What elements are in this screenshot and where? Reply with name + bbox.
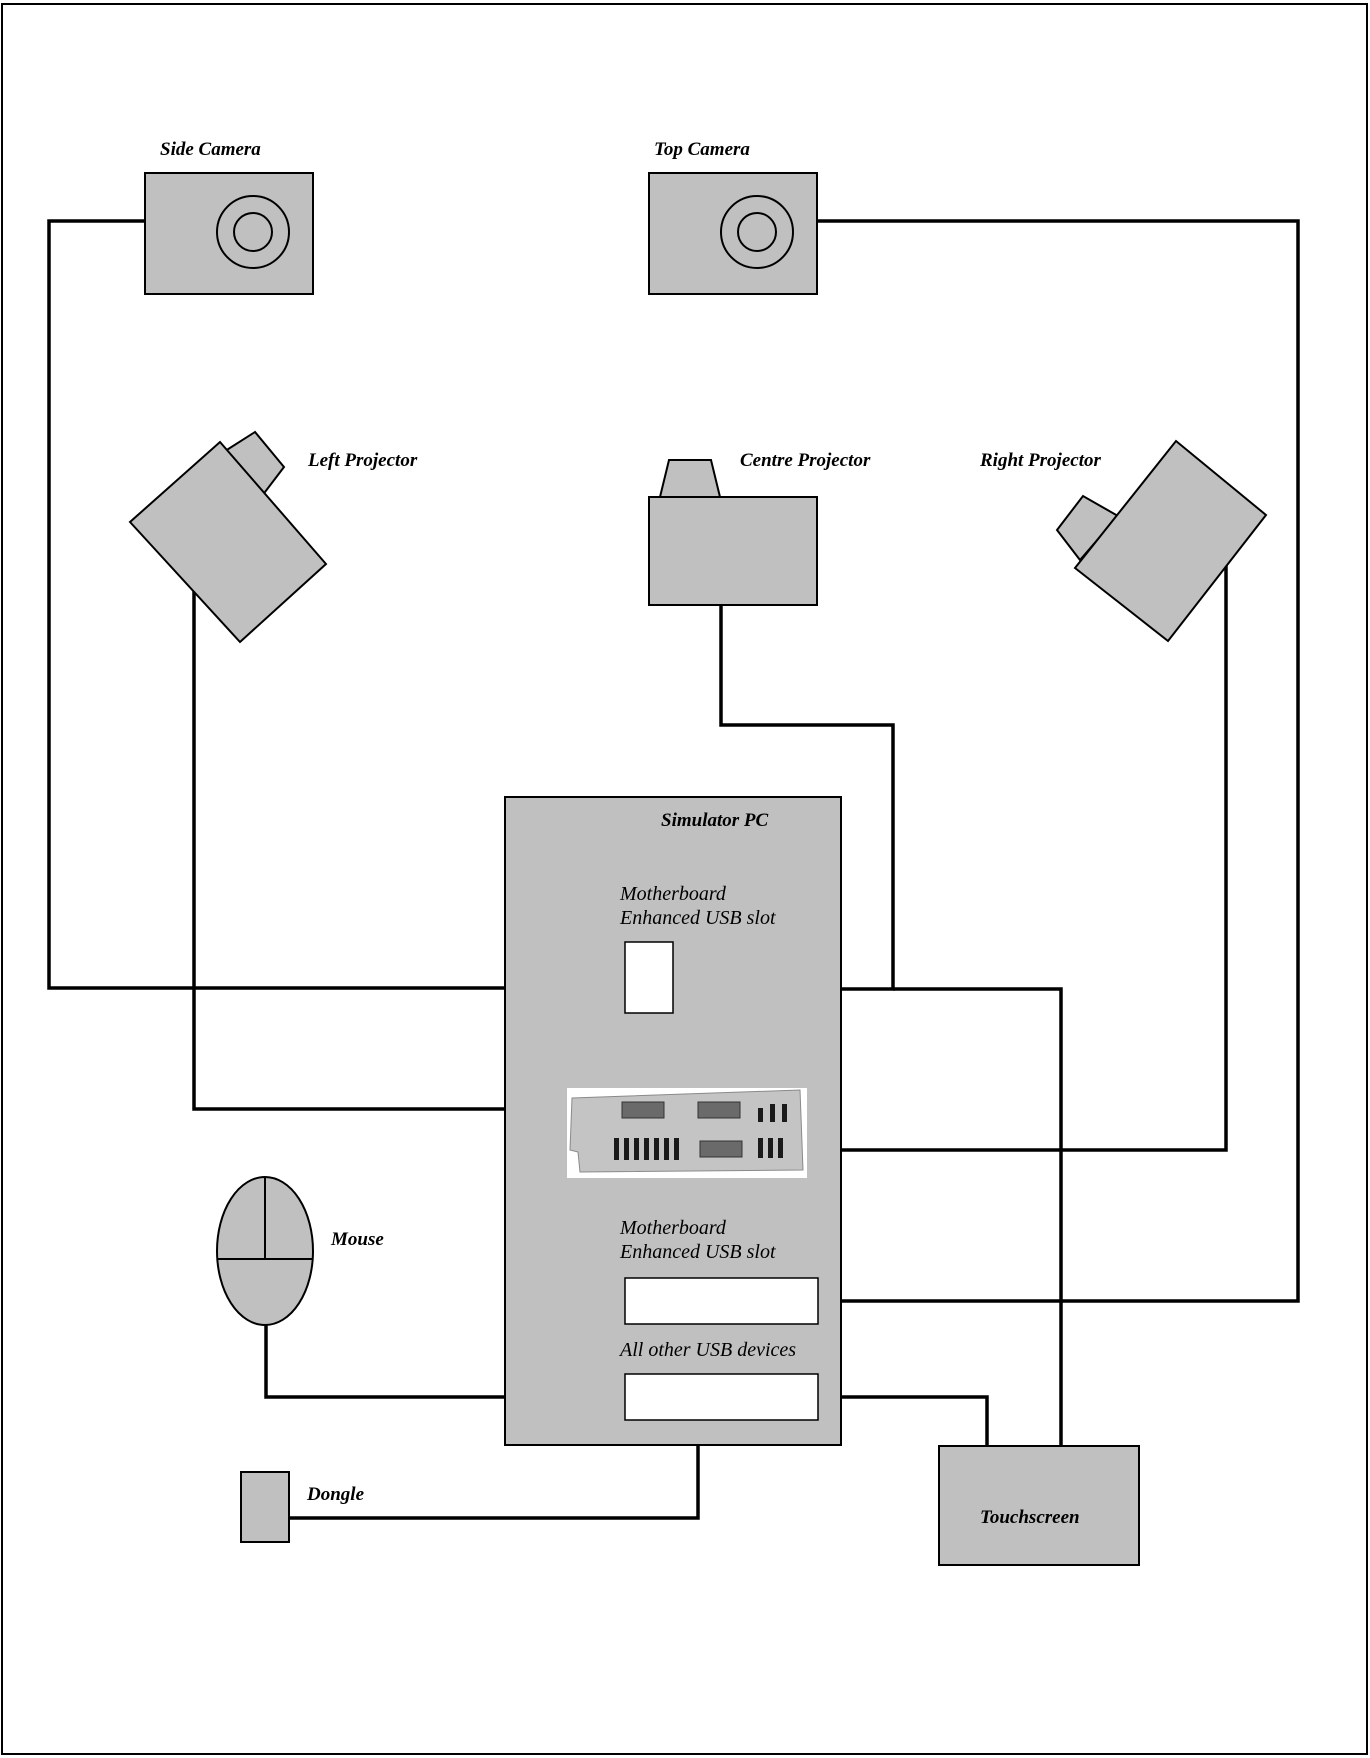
wire-right-projector [718,565,1228,1152]
touchscreen-body [938,1445,1140,1566]
simulator-pc: Simulator PC Motherboard Enhanced USB sl… [504,796,842,1446]
touchscreen: Touchscreen [938,1445,1140,1566]
left-projector: Left Projector [128,430,418,644]
side-camera-label: Side Camera [160,139,261,160]
other-usb-slot [624,1373,819,1421]
side-camera-lens-inner [233,212,273,252]
left-projector-label: Left Projector [307,450,418,471]
top-camera: Top Camera [648,139,818,295]
usb-slot-top-label-1: Motherboard [619,883,727,905]
dvi-port-1 [621,1101,665,1119]
usb-slot-bottom-label-1: Motherboard [619,1217,727,1239]
page-border [1,3,1368,1755]
right-projector: Right Projector [979,439,1268,643]
dongle-label: Dongle [306,1484,365,1505]
dvi-port-2 [697,1101,741,1119]
wire-dongle [290,1422,700,1520]
wire-side-camera [47,219,625,990]
top-camera-lens-outer [720,195,794,269]
top-camera-body [648,172,818,295]
usb-slot-top [624,941,674,1014]
usb-slot-bottom-label-2: Enhanced USB slot [619,1241,776,1263]
centre-projector-body [648,496,818,606]
centre-projector-lens [658,459,722,498]
graphics-card-bracket [569,1089,804,1173]
wire-touchscreen-usb [893,987,1063,1446]
other-usb-label: All other USB devices [618,1339,796,1361]
wire-other-usb-touchscreen [818,1395,989,1446]
centre-projector-label: Centre Projector [740,450,871,471]
side-camera-lens-outer [216,195,290,269]
dongle-body [240,1471,290,1543]
wire-left-projector [192,590,612,1111]
graphics-card-vents [614,1104,787,1160]
centre-projector: Centre Projector [648,450,871,606]
wire-top-camera [818,219,1300,1303]
usb-slot-top-label-2: Enhanced USB slot [619,907,776,929]
right-projector-label: Right Projector [979,450,1101,471]
side-camera: Side Camera [144,139,314,295]
side-camera-body [144,172,314,295]
touchscreen-label: Touchscreen [980,1507,1080,1528]
dongle: Dongle [240,1471,365,1543]
usb-slot-bottom [624,1277,819,1325]
left-projector-body [128,440,328,644]
top-camera-lens-inner [737,212,777,252]
top-camera-label: Top Camera [654,139,750,160]
mouse: Mouse [216,1176,384,1326]
right-projector-body [1073,439,1268,643]
mouse-label: Mouse [330,1229,384,1250]
dvi-port-3 [699,1140,743,1158]
graphics-card [567,1088,807,1178]
simulator-pc-label: Simulator PC [661,810,768,831]
